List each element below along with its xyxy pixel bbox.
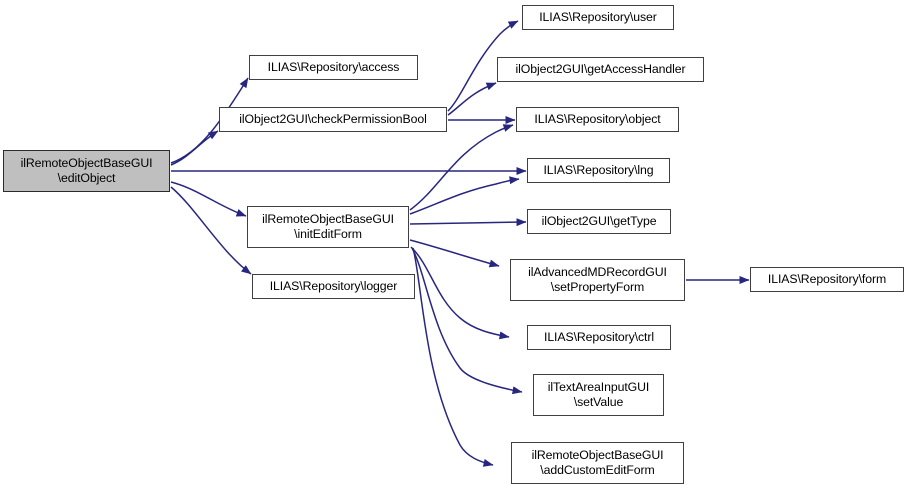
node-label-setValue: ilTextAreaInputGUI \setValue — [547, 380, 650, 409]
node-label-getType: ilObject2GUI\getType — [541, 214, 657, 229]
node-form[interactable]: ILIAS\Repository\form — [750, 267, 904, 292]
node-logger[interactable]: ILIAS\Repository\logger — [252, 274, 415, 299]
edge-editObject-to-initEditForm — [170, 181, 247, 217]
node-label-logger: ILIAS\Repository\logger — [269, 279, 398, 294]
edge-checkPermissionBool-to-getAccessHandler — [447, 82, 497, 116]
edge-initEditForm-to-setValue — [411, 247, 523, 395]
node-user[interactable]: ILIAS\Repository\user — [522, 5, 674, 30]
node-ctrl[interactable]: ILIAS\Repository\ctrl — [527, 325, 671, 350]
node-access[interactable]: ILIAS\Repository\access — [249, 55, 418, 80]
edge-initEditForm-to-lng — [409, 176, 520, 215]
edge-initEditForm-to-setPropertyForm — [409, 239, 500, 268]
edge-initEditForm-to-object — [409, 124, 514, 211]
node-setValue[interactable]: ilTextAreaInputGUI \setValue — [533, 374, 664, 416]
edge-initEditForm-to-getType — [409, 218, 527, 227]
node-label-setPropertyForm: ilAdvancedMDRecordGUI \setPropertyForm — [528, 265, 667, 294]
node-lng[interactable]: ILIAS\Repository\lng — [527, 158, 670, 183]
node-checkPermissionBool[interactable]: ilObject2GUI\checkPermissionBool — [219, 107, 447, 132]
node-label-object: ILIAS\Repository\object — [534, 112, 661, 127]
node-label-lng: ILIAS\Repository\lng — [543, 163, 654, 178]
node-label-addCustomEditForm: ilRemoteObjectBaseGUI \addCustomEditForm — [531, 448, 664, 477]
node-label-access: ILIAS\Repository\access — [267, 60, 400, 75]
node-addCustomEditForm[interactable]: ilRemoteObjectBaseGUI \addCustomEditForm — [511, 442, 684, 484]
edge-initEditForm-to-addCustomEditForm — [412, 247, 494, 467]
node-label-ctrl: ILIAS\Repository\ctrl — [544, 330, 654, 345]
node-label-initEditForm: ilRemoteObjectBaseGUI \initEditForm — [262, 212, 394, 241]
edge-initEditForm-to-ctrl — [410, 246, 510, 340]
node-label-form: ILIAS\Repository\form — [767, 272, 887, 287]
node-editObject[interactable]: ilRemoteObjectBaseGUI \editObject — [3, 150, 170, 192]
node-label-editObject: ilRemoteObjectBaseGUI \editObject — [20, 156, 153, 185]
edge-editObject-to-checkPermissionBool — [170, 130, 219, 166]
node-initEditForm[interactable]: ilRemoteObjectBaseGUI \initEditForm — [247, 206, 409, 248]
node-getAccessHandler[interactable]: ilObject2GUI\getAccessHandler — [497, 57, 704, 82]
node-getType[interactable]: ilObject2GUI\getType — [527, 209, 671, 234]
node-label-getAccessHandler: ilObject2GUI\getAccessHandler — [515, 62, 686, 77]
node-label-user: ILIAS\Repository\user — [539, 10, 657, 25]
node-setPropertyForm[interactable]: ilAdvancedMDRecordGUI \setPropertyForm — [510, 259, 685, 301]
node-object[interactable]: ILIAS\Repository\object — [516, 107, 679, 132]
edge-editObject-to-logger — [170, 186, 252, 275]
node-label-checkPermissionBool: ilObject2GUI\checkPermissionBool — [239, 112, 427, 127]
